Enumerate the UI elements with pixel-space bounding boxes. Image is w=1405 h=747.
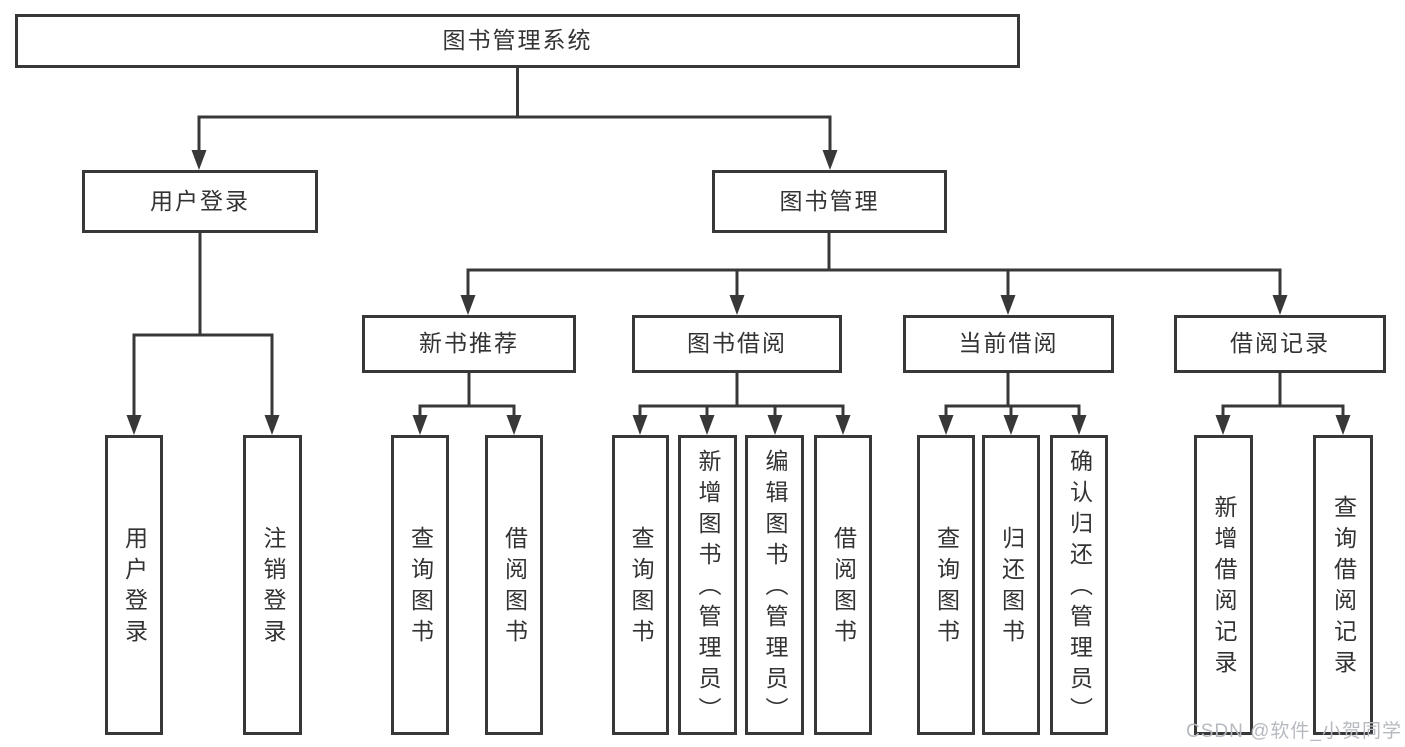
- node-bb-borrow-book: 借阅图书: [814, 435, 872, 735]
- node-user-login: 用户登录: [82, 170, 318, 233]
- node-bb-query-book: 查询图书: [612, 435, 669, 735]
- node-nbr-query-book: 查询图书: [391, 435, 449, 735]
- node-root: 图书管理系统: [15, 14, 1020, 68]
- tree-edges: [132, 68, 1345, 416]
- node-borrow-record: 借阅记录: [1174, 315, 1386, 373]
- node-bb-edit-book-admin: 编辑图书（管理员）: [745, 435, 804, 735]
- node-br-add-record: 新增借阅记录: [1194, 435, 1253, 735]
- node-nbr-borrow-book: 借阅图书: [485, 435, 543, 735]
- node-br-query-record: 查询借阅记录: [1313, 435, 1373, 735]
- node-cb-query-book: 查询图书: [917, 435, 975, 735]
- node-logout: 注销登录: [243, 435, 302, 735]
- node-book-management: 图书管理: [712, 170, 947, 233]
- node-login: 用户登录: [105, 435, 163, 735]
- node-new-book-recommend: 新书推荐: [362, 315, 576, 373]
- csdn-watermark: CSDN @软件_小贺同学: [1186, 721, 1402, 742]
- node-cb-return-book: 归还图书: [982, 435, 1040, 735]
- node-book-borrow: 图书借阅: [632, 315, 842, 373]
- node-current-borrow: 当前借阅: [903, 315, 1114, 373]
- node-bb-add-book-admin: 新增图书（管理员）: [678, 435, 737, 735]
- node-cb-confirm-return-admin: 确认归还（管理员）: [1050, 435, 1108, 735]
